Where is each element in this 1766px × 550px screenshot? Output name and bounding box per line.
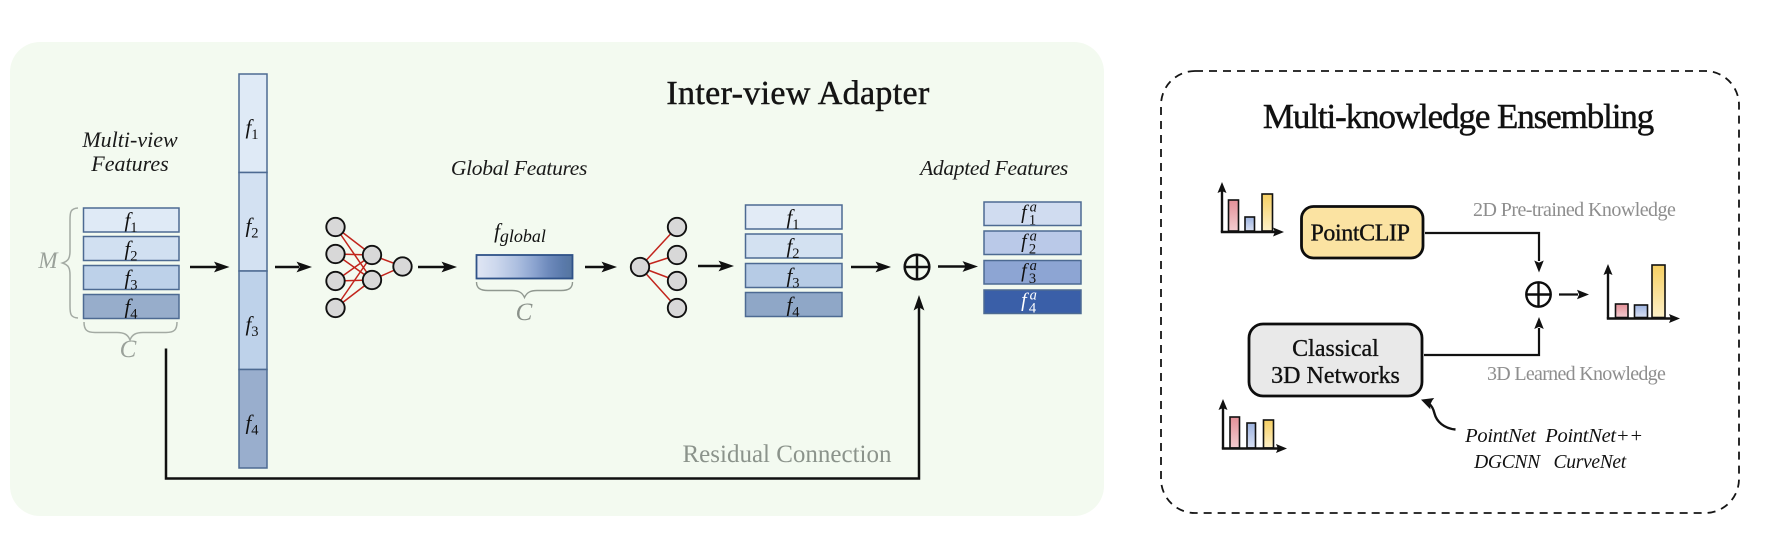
svg-text:C: C xyxy=(120,336,137,363)
svg-text:fa1: fa1 xyxy=(1021,199,1037,228)
svg-text:M: M xyxy=(37,248,59,273)
svg-text:2D Pre-trained Knowledge: 2D Pre-trained Knowledge xyxy=(1473,199,1676,221)
svg-text:Global Features: Global Features xyxy=(451,156,587,180)
svg-text:DGCNN CurveNet: DGCNN CurveNet xyxy=(1473,452,1627,473)
svg-text:Inter-view Adapter: Inter-view Adapter xyxy=(666,75,930,112)
svg-text:3D Networks: 3D Networks xyxy=(1271,363,1400,389)
svg-text:Multi-view: Multi-view xyxy=(81,127,178,152)
svg-text:PointCLIP: PointCLIP xyxy=(1310,221,1409,247)
svg-text:PointNet PointNet++: PointNet PointNet++ xyxy=(1464,425,1643,447)
svg-text:fa3: fa3 xyxy=(1021,258,1037,287)
svg-text:fa4: fa4 xyxy=(1021,287,1037,316)
svg-text:Classical: Classical xyxy=(1292,336,1379,362)
svg-text:3D Learned Knowledge: 3D Learned Knowledge xyxy=(1487,363,1666,385)
svg-text:Multi-knowledge Ensembling: Multi-knowledge Ensembling xyxy=(1263,97,1654,136)
svg-text:Residual Connection: Residual Connection xyxy=(683,441,892,468)
svg-text:Features: Features xyxy=(90,151,168,176)
svg-text:C: C xyxy=(516,299,533,326)
svg-text:Adapted Features: Adapted Features xyxy=(918,156,1068,180)
svg-text:fa2: fa2 xyxy=(1021,228,1037,257)
